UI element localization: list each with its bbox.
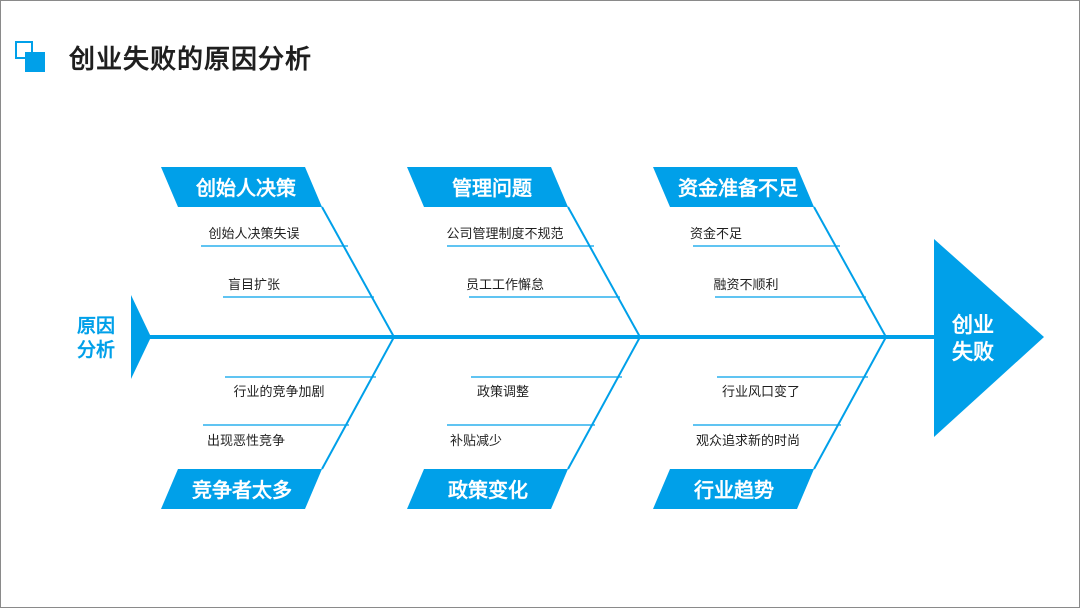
- top-bone-funding: 资金准备不足 资金不足 融资不顺利: [653, 167, 887, 338]
- bottom-bone-industry-trend: 行业风口变了 观众追求新的时尚 行业趋势: [653, 336, 887, 509]
- cause-label: 盲目扩张: [228, 277, 280, 293]
- title-icon-outline: [15, 41, 33, 59]
- cause-label: 观众追求新的时尚: [696, 433, 800, 449]
- category-label-bottom-3: 行业趋势: [693, 478, 774, 502]
- bone-line-bottom-2: [567, 336, 641, 470]
- bone-line-top-3: [813, 206, 887, 338]
- head-label-line-1: 创业: [951, 313, 994, 337]
- cause-label: 资金不足: [690, 226, 742, 242]
- bone-line-bottom-3: [813, 336, 887, 470]
- page-title: 创业失败的原因分析: [69, 45, 313, 75]
- category-banner-top-2: [407, 167, 568, 207]
- category-banner-top-3: [653, 167, 814, 207]
- tail-label-line-1: 原因: [77, 315, 115, 337]
- category-label-top-3: 资金准备不足: [678, 176, 799, 200]
- fish-head-shape: [934, 239, 1044, 437]
- cause-label: 员工工作懈怠: [466, 277, 544, 293]
- cause-label: 公司管理制度不规范: [446, 226, 563, 242]
- bottom-bone-policy: 政策调整 补贴减少 政策变化: [407, 336, 641, 509]
- head-label-line-2: 失败: [952, 340, 994, 364]
- category-banner-top-1: [161, 167, 322, 207]
- category-banner-bottom-2: [407, 469, 568, 509]
- bone-line-top-2: [567, 206, 641, 338]
- title-decoration-icon: [15, 41, 49, 75]
- top-bone-management: 管理问题 公司管理制度不规范 员工工作懈怠: [407, 167, 641, 338]
- tail-label-line-2: 分析: [77, 338, 115, 361]
- category-label-top-2: 管理问题: [452, 176, 533, 200]
- bone-line-top-1: [321, 206, 395, 338]
- category-label-bottom-1: 竞争者太多: [192, 478, 292, 502]
- fish-tail-shape: [131, 295, 151, 379]
- cause-label: 补贴减少: [450, 434, 502, 449]
- category-banner-bottom-1: [161, 469, 322, 509]
- cause-label: 行业的竞争加剧: [233, 384, 324, 400]
- category-label-bottom-2: 政策变化: [448, 478, 528, 502]
- category-banner-bottom-3: [653, 469, 814, 509]
- bone-line-bottom-1: [321, 336, 395, 470]
- top-bone-founder-decision: 创始人决策 创始人决策失误 盲目扩张: [161, 167, 395, 338]
- cause-label: 融资不顺利: [713, 278, 778, 293]
- cause-label: 创始人决策失误: [208, 226, 299, 242]
- cause-label: 行业风口变了: [722, 384, 800, 400]
- bottom-bone-competitors: 行业的竞争加剧 出现恶性竞争 竞争者太多: [161, 336, 395, 509]
- category-label-top-1: 创始人决策: [195, 176, 297, 200]
- title-icon-fill: [25, 52, 45, 72]
- cause-label: 政策调整: [477, 384, 529, 400]
- cause-label: 出现恶性竞争: [207, 433, 285, 449]
